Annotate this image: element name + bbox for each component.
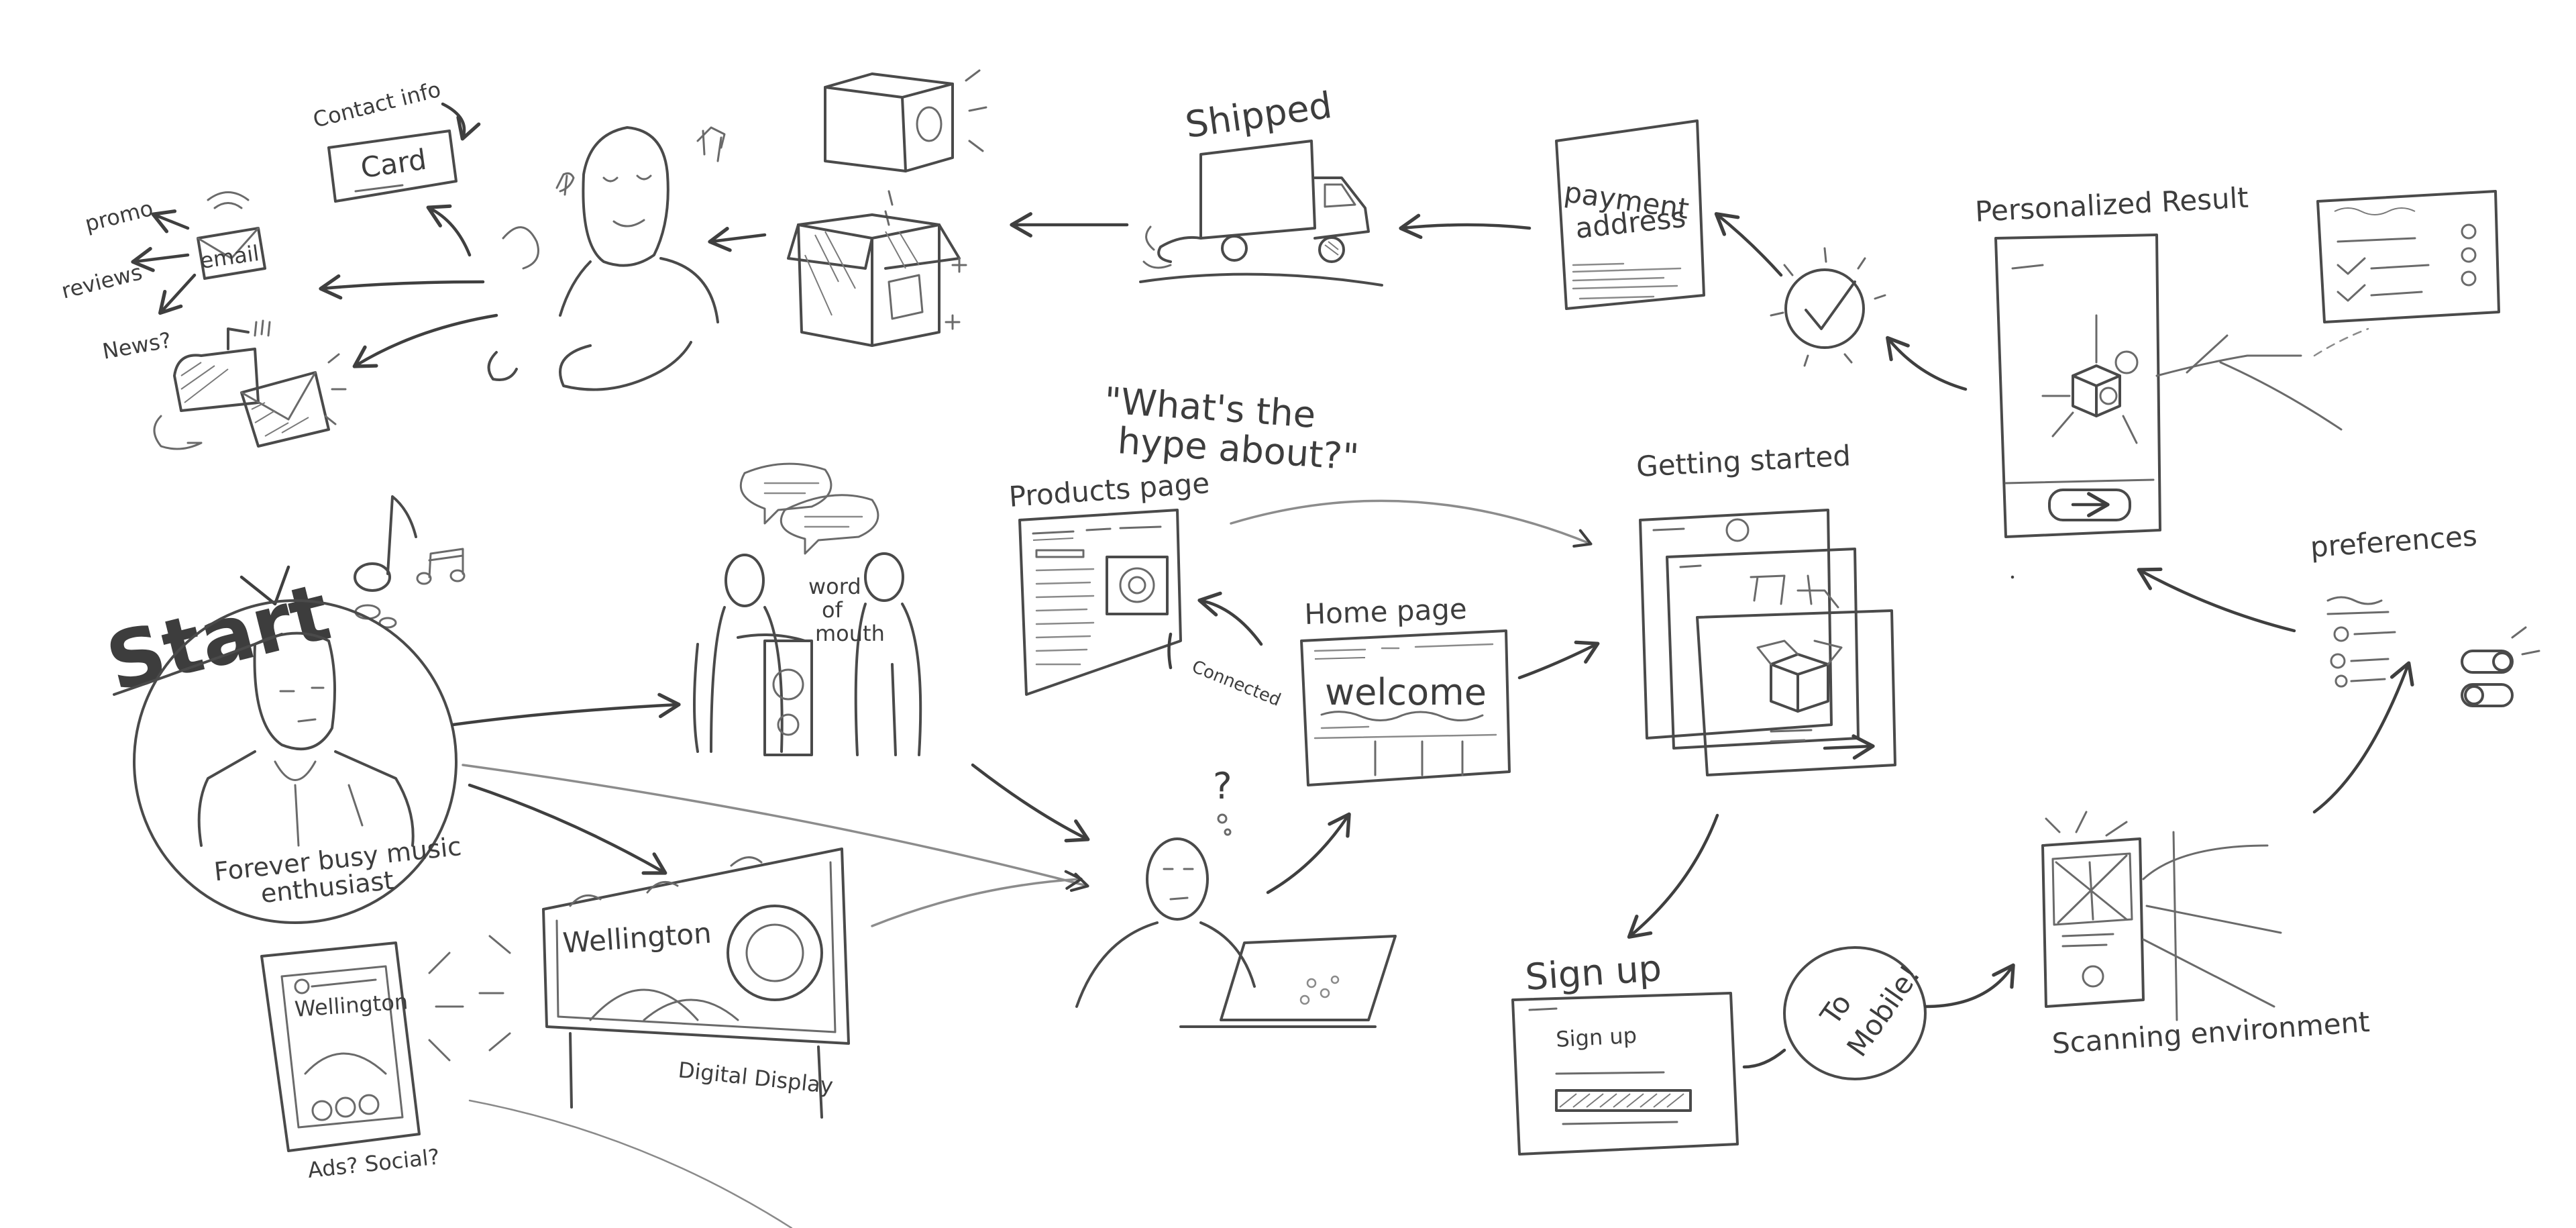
products-page-frame [1018, 509, 1182, 696]
laptop-user-group: ? [1075, 765, 1397, 1028]
arrow-laptop-up [1167, 632, 1173, 670]
getting-started-title: Getting started [1635, 439, 1851, 483]
products-page-title: Products page [1008, 466, 1210, 513]
to-mobile-bubble [1783, 946, 1927, 1080]
payment-address-group: payment address [1555, 119, 1705, 310]
to-mobile-line1: To [1813, 988, 1858, 1031]
arrow-scanning-to-preferences [2312, 661, 2414, 814]
home-page-frame [1300, 629, 1511, 786]
arrow-homepage-to-gettingstarted [1517, 640, 1600, 680]
arrow-products-to-gettingstarted [1230, 499, 1593, 548]
mobile-ad-group: Wellington Ads? Social? [260, 935, 511, 1183]
persona-circle [133, 599, 458, 924]
billboard-brand: Wellington [561, 917, 712, 960]
truck-icon [1142, 140, 1370, 269]
word-of-mouth-line3: mouth [815, 621, 885, 646]
connected-label: Connected [1189, 657, 1283, 711]
welcome-text: welcome [1325, 671, 1487, 713]
arrow-mobile-to-scanning [1923, 963, 2015, 1009]
sign-up-frame [1511, 992, 1739, 1156]
arrow-gettingstarted-to-signup [1627, 813, 1719, 939]
speaker-box-icon [824, 69, 987, 172]
arrow-payment-to-truck [1399, 213, 1532, 240]
word-of-mouth-line1: word [808, 574, 861, 599]
arrow-connected-to-products [1197, 591, 1263, 646]
billboard-lights [569, 856, 763, 907]
ads-social-label: Ads? Social? [307, 1144, 441, 1183]
whats-the-hype-line2: hype about?" [1116, 419, 1360, 478]
sign-up-title: Sign up [1524, 947, 1663, 999]
home-page-group: Home page welcome Connected [1189, 593, 1511, 786]
payment-document [1555, 119, 1705, 310]
people-talking-icon [693, 552, 922, 756]
promo-label: promo [83, 195, 156, 237]
sign-up-group: Sign up Sign up [1511, 947, 1739, 1156]
persona-group: Start Forever busy music enthusiast [98, 495, 466, 924]
personalized-result-group: Personalized Result [1974, 181, 2369, 538]
mailbox-icon [173, 348, 260, 412]
unboxing-group [787, 69, 987, 347]
phone-frame [260, 941, 421, 1152]
arrow-billboard-to-user [871, 870, 1083, 927]
arrow-user-to-mailbox [352, 313, 498, 368]
word-of-mouth-line2: of [822, 597, 843, 623]
preferences-title: preferences [2309, 519, 2478, 564]
arrow-persona-to-billboard [468, 783, 667, 875]
contact-info-label: Contact info [311, 76, 443, 133]
mailbox-group [153, 319, 347, 450]
word-of-mouth-group: word of mouth [693, 462, 922, 756]
speaker-cube-icon [2041, 314, 2139, 444]
start-arrow [239, 565, 290, 606]
shipped-group: Shipped [1139, 84, 1383, 287]
news-label: News? [101, 327, 173, 364]
to-mobile-group: To Mobile! [1783, 946, 1927, 1080]
listening-user-group [487, 126, 726, 391]
speech-bubble-icon [739, 462, 879, 555]
arrow-result-to-check [1886, 336, 1968, 391]
music-notes-icon [354, 495, 466, 592]
laptop-icon [1220, 935, 1397, 1021]
persona-avatar [197, 631, 415, 847]
laptop-sticker-dots [1299, 975, 1340, 1005]
reviews-label: reviews [59, 259, 145, 304]
arrow-user-to-homepage [1266, 812, 1351, 894]
shipped-label: Shipped [1183, 84, 1334, 146]
billboard-frame [542, 848, 850, 1045]
arrow-preferences-to-result [2137, 567, 2296, 633]
arrow-signup-to-mobile [1742, 1048, 1786, 1069]
checklist-card [2316, 190, 2500, 323]
card-label: Card [359, 143, 429, 185]
ground-arc [468, 1099, 793, 1228]
scanning-environment-group: Scanning environment [2041, 811, 2371, 1060]
arrow-wordofmouth-to-user [971, 763, 1090, 843]
question-mark: ? [1213, 765, 1232, 807]
result-phone-frame [1994, 234, 2161, 538]
box-icon [1756, 639, 1843, 713]
toggle-switch-icon [2461, 626, 2540, 707]
arrow-user-to-email [319, 274, 485, 300]
flow-arrows [319, 212, 2414, 1228]
preferences-group: preferences [2309, 519, 2540, 707]
home-page-title: Home page [1304, 593, 1468, 631]
products-page-group: "What's the hype about?" Products page [1008, 379, 1360, 696]
contact-card [327, 130, 458, 203]
open-box-icon [787, 213, 967, 347]
arrow-persona-to-wordofmouth [451, 693, 681, 727]
personalized-result-title: Personalized Result [1974, 181, 2249, 228]
email-icon [197, 227, 266, 280]
arrow-persona-to-user [462, 764, 1089, 892]
email-group: email promo reviews News? [59, 191, 266, 364]
digital-display-group: Wellington Digital Display [542, 848, 850, 1119]
sign-up-button-label: Sign up [1555, 1023, 1637, 1052]
scanning-environment-label: Scanning environment [2051, 1005, 2371, 1060]
arrow-box-to-user [708, 227, 767, 252]
scanning-phone [2041, 837, 2145, 1008]
digital-display-label: Digital Display [677, 1057, 835, 1098]
arrow-check-to-payment [1714, 212, 1783, 277]
getting-started-group: Getting started [1635, 439, 1896, 776]
contact-info-group: Contact info Card [311, 76, 481, 257]
checkmark-burst-icon [1770, 247, 1886, 367]
checklist-group [2316, 190, 2500, 323]
